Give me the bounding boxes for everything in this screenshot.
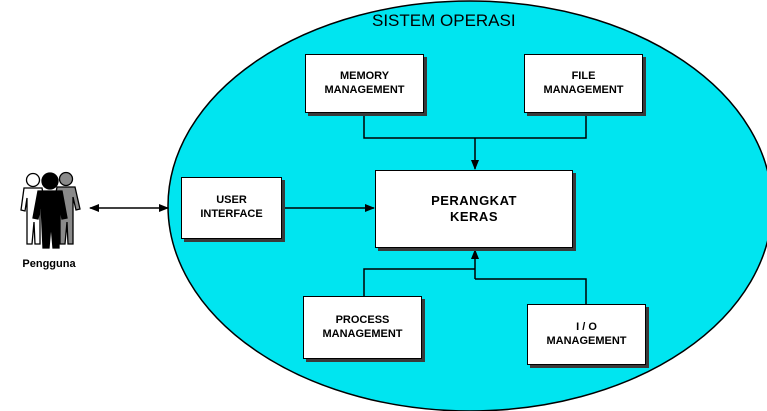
process-management-box: PROCESS MANAGEMENT <box>303 296 422 359</box>
process-line-1: PROCESS <box>335 313 390 326</box>
hardware-box: PERANGKAT KERAS <box>375 170 573 248</box>
hardware-line-2: KERAS <box>449 209 498 224</box>
io-management-box: I / O MANAGEMENT <box>527 304 646 365</box>
user-label: Pengguna <box>22 258 76 270</box>
hardware-line-1: PERANGKAT <box>431 192 517 208</box>
user-interface-box: USER INTERFACE <box>181 177 282 239</box>
file-line-2: MANAGEMENT <box>543 83 624 96</box>
connectors <box>89 113 587 304</box>
memory-line-2: MANAGEMENT <box>324 83 405 96</box>
ui-line-1: USER <box>216 194 247 207</box>
ui-line-2: INTERFACE <box>200 208 263 220</box>
process-line-2: MANAGEMENT <box>322 327 403 340</box>
io-line-1: I / O <box>576 320 597 333</box>
memory-line-1: MEMORY <box>339 69 390 82</box>
io-line-2: MANAGEMENT <box>546 334 627 347</box>
line-process <box>363 268 475 296</box>
file-line-1: FILE <box>571 69 596 82</box>
people-group-icon <box>20 171 81 249</box>
diagram-title: SISTEM OPERASI <box>372 11 516 30</box>
file-management-box: FILE MANAGEMENT <box>524 54 643 113</box>
memory-management-box: MEMORY MANAGEMENT <box>305 54 424 113</box>
line-io <box>475 278 587 304</box>
